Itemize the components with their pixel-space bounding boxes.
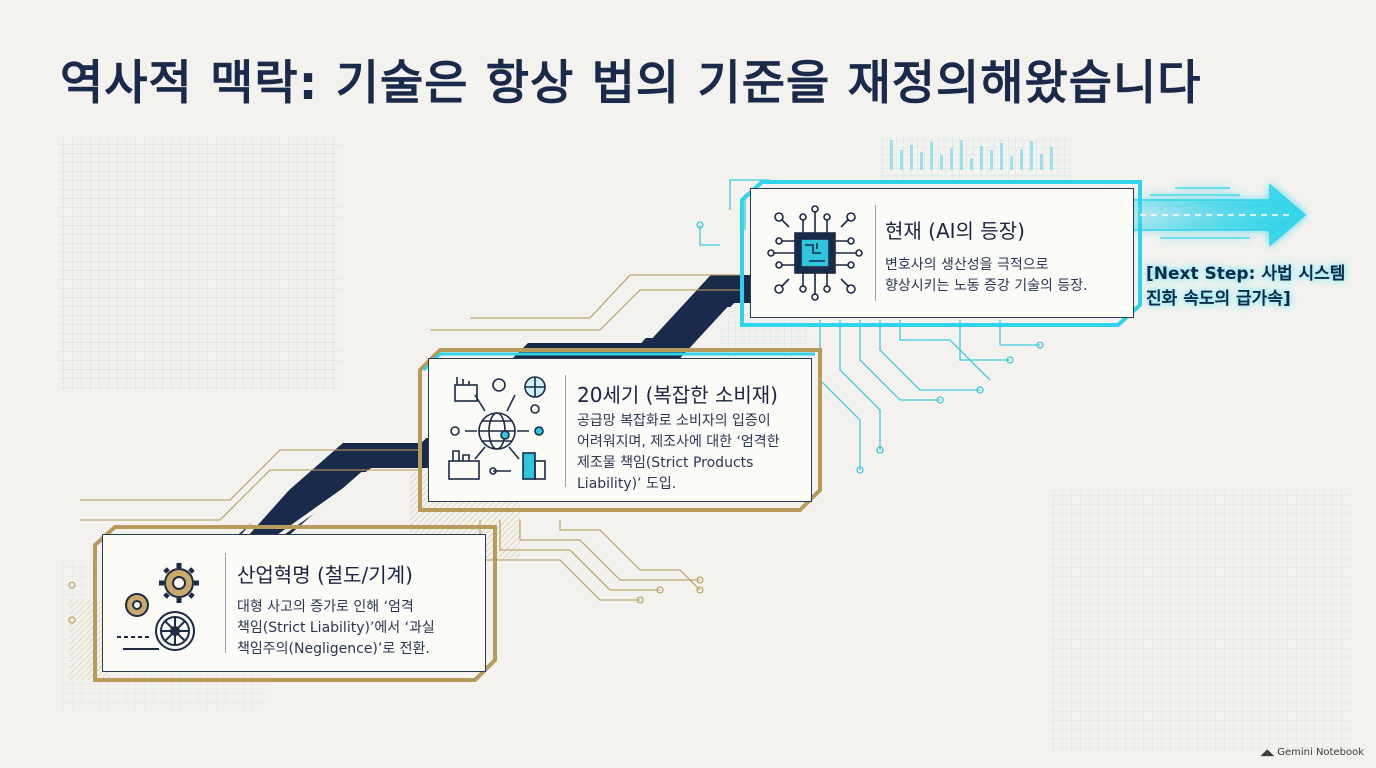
stage-card-industrial-revolution: 산업혁명 (철도/기계) 대형 사고의 증가로 인해 ‘엄격 책임(Strict… xyxy=(102,534,486,672)
stage-description: 공급망 복잡화로 소비자의 입증이 어려워지며, 제조사에 대한 ‘엄격한 제조… xyxy=(577,413,780,492)
stage-card-20th-century: 20세기 (복잡한 소비재) 공급망 복잡화로 소비자의 입증이 어려워지며, … xyxy=(428,358,812,502)
page-title: 역사적 맥락: 기술은 항상 법의 기준을 재정의해왔습니다 xyxy=(60,56,1202,111)
stage-card-present-ai: 현재 (AI의 등장) 변호사의 생산성을 극적으로 향상시키는 노동 증강 기… xyxy=(750,188,1134,318)
stage-title: 현재 (AI의 등장) xyxy=(885,219,1025,243)
stage-title: 산업혁명 (철도/기계) xyxy=(237,563,413,587)
gears-icon xyxy=(117,563,199,651)
supply-chain-globe-icon xyxy=(448,376,546,480)
brand-watermark: ◢◣Gemini Notebook xyxy=(1260,747,1364,758)
ai-chip-icon xyxy=(767,205,863,301)
stage-description: 대형 사고의 증가로 인해 ‘엄격 책임(Strict Liability)’에… xyxy=(237,599,435,657)
stage-title: 20세기 (복잡한 소비재) xyxy=(577,383,778,407)
next-step-label: [Next Step: 사법 시스템 진화 속도의 급가속] xyxy=(1146,264,1346,309)
stage-description: 변호사의 생산성을 극적으로 향상시키는 노동 증강 기술의 등장. xyxy=(885,257,1088,294)
brand-label: Gemini Notebook xyxy=(1277,747,1364,758)
notebook-icon: ◢◣ xyxy=(1260,748,1275,758)
